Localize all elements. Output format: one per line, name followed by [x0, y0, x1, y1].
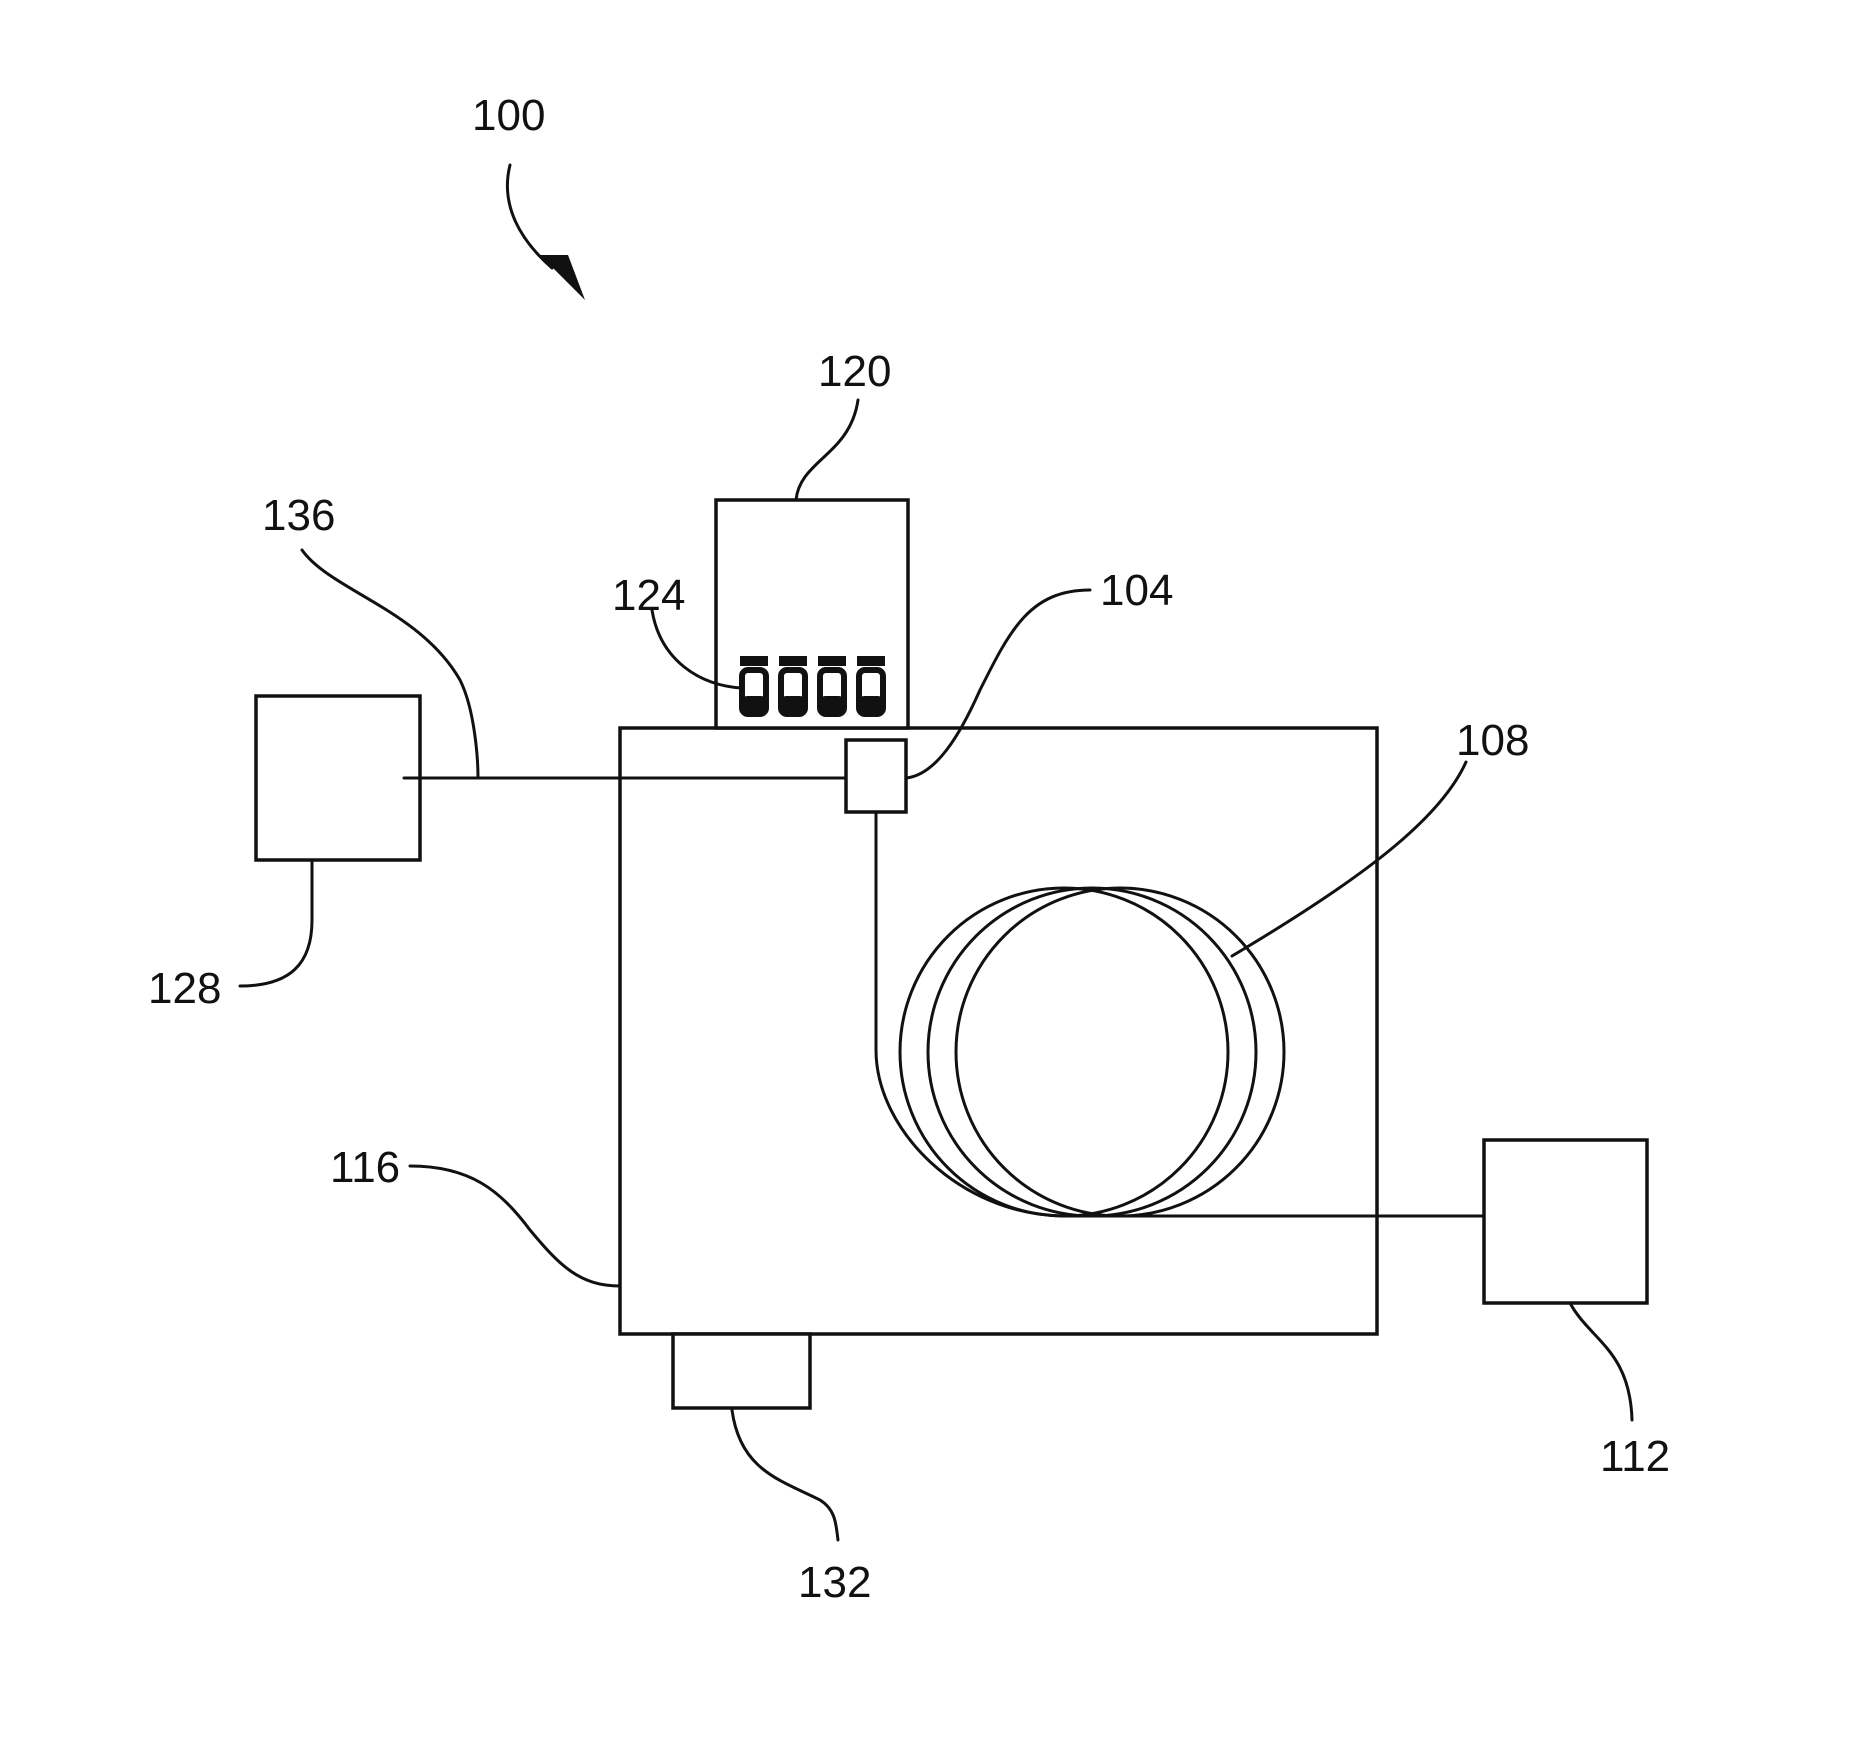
label-100: 100 — [472, 91, 545, 140]
system-reference-arrowhead — [540, 255, 585, 300]
base-unit-box — [673, 1334, 810, 1408]
label-116: 116 — [330, 1143, 400, 1192]
vial-3 — [818, 656, 846, 716]
coupler-box — [846, 740, 906, 812]
label-112: 112 — [1600, 1432, 1670, 1481]
leader-112 — [1570, 1303, 1632, 1420]
housing-box — [620, 728, 1377, 1334]
vial-1 — [740, 656, 768, 716]
detector-box — [1484, 1140, 1647, 1303]
leader-120 — [796, 400, 858, 500]
label-120: 120 — [818, 347, 891, 396]
label-124: 124 — [612, 571, 685, 620]
leader-128 — [240, 860, 312, 986]
label-132: 132 — [798, 1558, 871, 1607]
system-reference-leader — [507, 165, 552, 268]
leader-132 — [732, 1410, 838, 1540]
vial-4 — [857, 656, 885, 716]
label-108: 108 — [1456, 716, 1529, 765]
light-source-box — [256, 696, 420, 860]
label-104: 104 — [1100, 566, 1173, 615]
vial-2 — [779, 656, 807, 716]
label-136: 136 — [262, 491, 335, 540]
label-128: 128 — [148, 964, 221, 1013]
leader-116 — [410, 1166, 620, 1286]
